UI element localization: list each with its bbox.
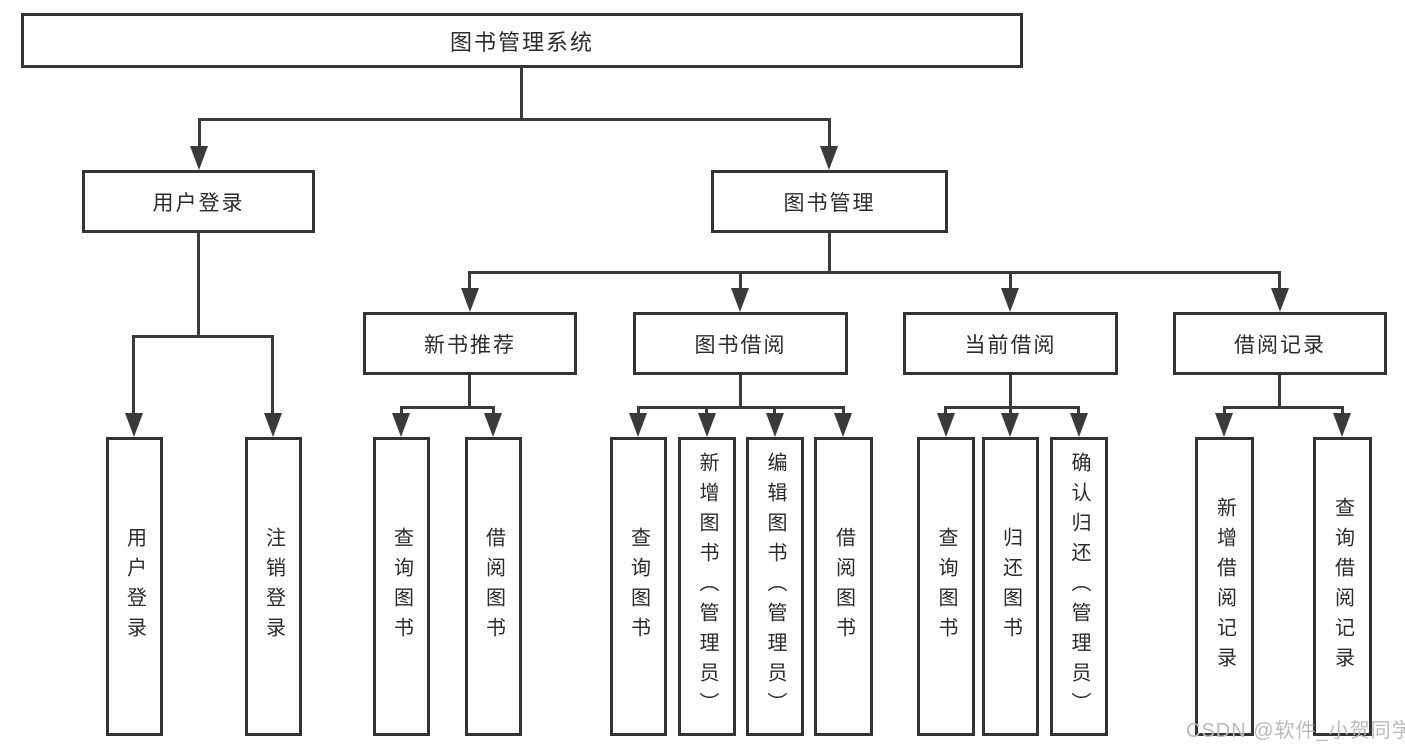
arrow-down-icon [1001,288,1019,312]
arrow-down-icon [1070,413,1088,437]
connector-line [400,406,403,416]
node-query-borrow-record: 查询借阅记录 [1313,437,1372,736]
connector-line [132,335,274,338]
connector-line [637,406,640,416]
node-query-books-recommend: 查询图书 [373,437,430,736]
connector-line [637,406,845,409]
arrow-down-icon [731,288,749,312]
connector-line [773,406,776,416]
connector-line [739,271,742,290]
connector-line [468,271,471,290]
node-logout: 注销登录 [245,437,302,736]
node-query-books-borrowing: 查询图书 [610,437,667,736]
connector-line [842,406,845,416]
arrow-down-icon [190,146,208,170]
node-query-books-current: 查询图书 [917,437,975,736]
connector-line [1223,406,1226,416]
node-book-borrowing: 图书借阅 [633,312,848,375]
node-new-book-recommend: 新书推荐 [363,312,577,375]
node-confirm-return-admin: 确认归还（管理员） [1050,437,1108,736]
connector-line [1009,406,1012,416]
connector-line [1077,406,1080,416]
connector-line [1341,406,1344,416]
connector-line [271,335,274,413]
node-user-login: 用户登录 [82,170,315,233]
connector-line [400,406,494,409]
arrow-down-icon [125,413,143,437]
node-book-management: 图书管理 [711,170,948,233]
arrow-down-icon [834,413,852,437]
connector-line [1009,375,1012,406]
node-borrowing-records: 借阅记录 [1173,312,1387,375]
arrow-down-icon [698,413,716,437]
node-add-borrow-record: 新增借阅记录 [1195,437,1254,736]
connector-line [492,406,495,416]
node-edit-books-admin: 编辑图书（管理员） [746,437,804,736]
arrow-down-icon [1001,413,1019,437]
connector-line [944,406,947,416]
arrow-down-icon [1271,288,1289,312]
node-current-borrowing: 当前借阅 [903,312,1118,375]
connector-line [1278,375,1281,406]
connector-line [468,375,471,406]
arrow-down-icon [392,413,410,437]
node-add-books-admin: 新增图书（管理员） [678,437,736,736]
arrow-down-icon [484,413,502,437]
connector-line [1009,271,1012,290]
connector-line [198,118,201,146]
node-library-management-system: 图书管理系统 [21,13,1023,68]
connector-line [1223,406,1344,409]
arrow-down-icon [264,413,282,437]
connector-line [132,335,135,413]
connector-line [198,118,831,121]
connector-line [828,233,831,271]
arrow-down-icon [766,413,784,437]
connector-line [1278,271,1281,290]
connector-line [828,118,831,146]
arrow-down-icon [1333,413,1351,437]
connector-line [739,375,742,406]
arrow-down-icon [461,288,479,312]
node-return-books: 归还图书 [982,437,1039,736]
arrow-down-icon [629,413,647,437]
connector-line [520,68,523,118]
node-borrow-books: 借阅图书 [814,437,873,736]
arrow-down-icon [937,413,955,437]
csdn-watermark: CSDN @软件_小贺同学 [1186,720,1405,742]
connector-line [944,406,1080,409]
connector-line [468,271,1281,274]
node-borrow-books-recommend: 借阅图书 [465,437,522,736]
node-user-login-action: 用户登录 [106,437,163,736]
arrow-down-icon [1215,413,1233,437]
connector-line [705,406,708,416]
connector-line [197,233,200,335]
arrow-down-icon [820,146,838,170]
